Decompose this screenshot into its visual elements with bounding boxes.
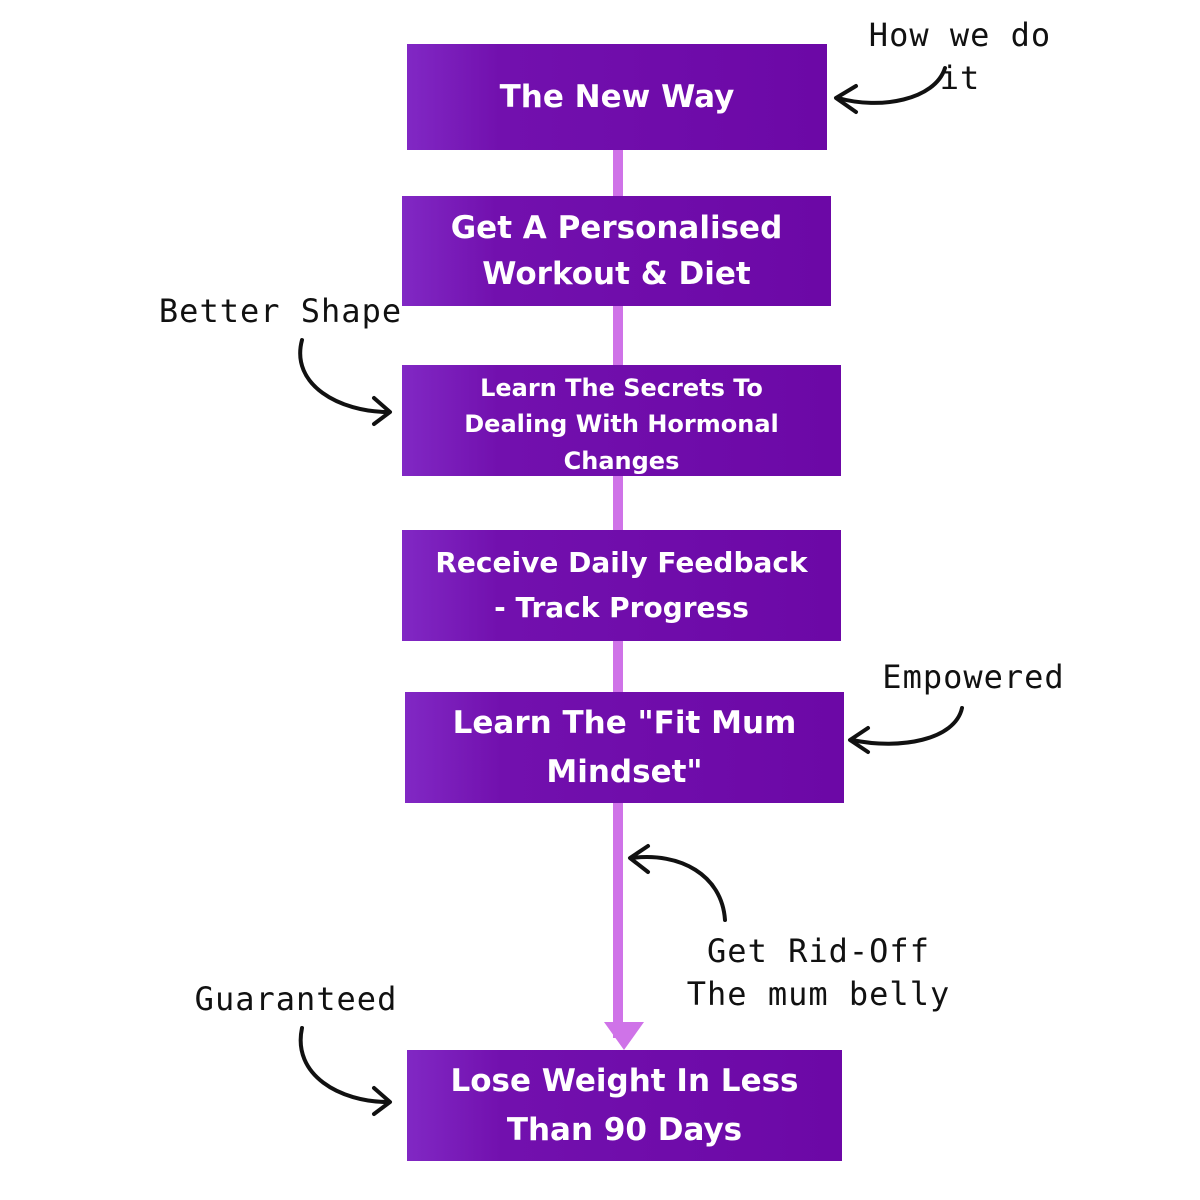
shape-annotation-arrow: [298, 338, 392, 426]
annotation-better-shape: Better Shape: [158, 292, 403, 330]
step-new-way: The New Way: [407, 44, 827, 150]
annotation-mum-belly: Get Rid-Off The mum belly: [686, 932, 951, 1014]
step-fit-mum-mindset: Learn The "Fit Mum Mindset": [405, 692, 844, 803]
step-daily-feedback: Receive Daily Feedback - Track Progress: [402, 530, 841, 641]
guaranteed-annotation-arrow: [298, 1026, 392, 1116]
annotation-how-we-do-it: How we do it: [868, 16, 1052, 98]
annotation-guaranteed: Guaranteed: [194, 980, 398, 1018]
step-lose-weight: Lose Weight In Less Than 90 Days: [407, 1050, 842, 1161]
step-personalised-plan: Get A Personalised Workout & Diet: [402, 196, 831, 306]
annotation-empowered: Empowered: [882, 658, 1065, 696]
step-hormonal-changes: Learn The Secrets To Dealing With Hormon…: [402, 365, 841, 476]
belly-annotation-arrow: [628, 844, 727, 922]
connector-arrowhead: [604, 1022, 644, 1050]
how-annotation-arrow: [834, 66, 947, 114]
empowered-annotation-arrow: [848, 706, 964, 754]
